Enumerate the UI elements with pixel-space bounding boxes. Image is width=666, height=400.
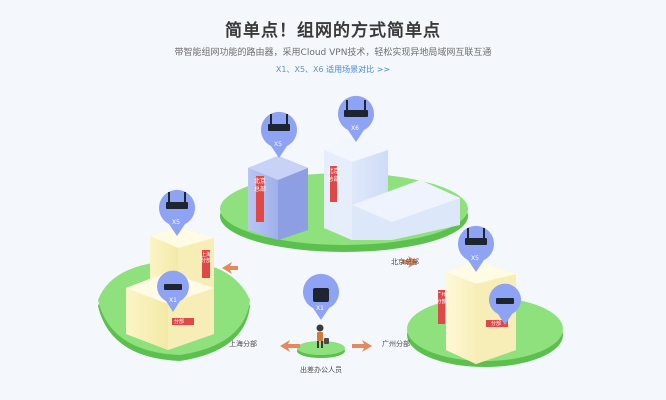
page-title: 简单点！组网的方式简单点 [225, 21, 441, 41]
router-label-x5-left: X5 [172, 219, 180, 226]
sign-hq-right: 北京总部 [327, 168, 340, 183]
router-label-x5-top: X5 [274, 141, 282, 148]
sign-gz-side: 广州分部 [436, 292, 447, 305]
sh-building-bottom [126, 272, 214, 350]
router-pin-x1-left [157, 270, 189, 312]
router-pin-x5-top [260, 111, 297, 158]
router-pin-x5-left [159, 189, 196, 236]
model-row: X1、X5、X6 适用场景对比 >> [0, 64, 666, 75]
router-pin-x6-top [338, 95, 375, 142]
router-label-x1-left: X1 [169, 297, 177, 304]
page-subtitle: 带智能组网功能的路由器，采用Cloud VPN技术，轻松实现异地局域网互联互通 [174, 48, 492, 58]
router-pin-x5-right [458, 225, 494, 272]
label-hq: 北京总部 [391, 258, 419, 266]
compare-link[interactable]: 适用场景对比 >> [326, 65, 391, 74]
router-label-x5-right: X5 [471, 255, 479, 262]
router-pin-x1-center [303, 273, 339, 320]
hq-building-right [324, 138, 460, 240]
router-pin-x1-right [489, 283, 521, 325]
sign-gz-front: 分部 [491, 321, 502, 327]
hq-building-left [248, 156, 308, 240]
router-label-x1-center: X1 [316, 305, 324, 312]
sign-hq-left: 北京总部 [253, 178, 266, 193]
router-label-x6-top: X6 [351, 125, 359, 132]
label-shanghai: 上海分部 [229, 340, 257, 348]
link-arrows [222, 256, 418, 352]
model-list: X1、X5、X6 [275, 65, 324, 74]
sign-sh-top: 上海分部 [200, 252, 211, 264]
label-guangzhou: 广州分部 [382, 340, 410, 348]
label-traveler: 出差办公人员 [300, 366, 342, 374]
traveler-figure [316, 324, 329, 348]
sign-sh-bottom: 分部 [174, 319, 185, 325]
